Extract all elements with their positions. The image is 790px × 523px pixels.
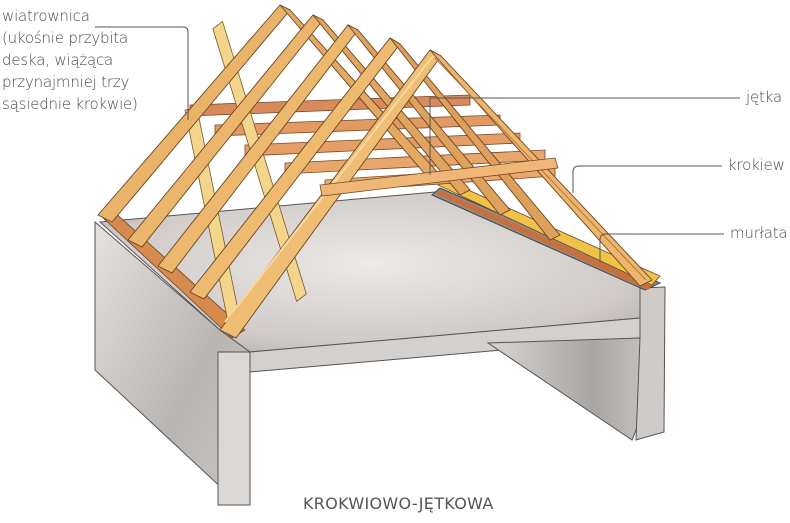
label-wiatrownica: wiatrownica (ukośnie przybita deska, wią…: [2, 5, 172, 115]
label-wiatrownica-line-2: (ukośnie przybita: [2, 29, 128, 47]
label-jetka: jętka: [746, 88, 782, 106]
label-wiatrownica-line-3: deska, wiążąca: [2, 51, 114, 69]
leader-lines: [95, 26, 740, 262]
label-wiatrownica-line-5: sąsiednie krokwie): [2, 95, 138, 113]
diagram-caption: KROKWIOWO-JĘTKOWA: [303, 494, 494, 513]
label-krokiew: krokiew: [728, 156, 785, 174]
label-wiatrownica-line-4: przynajmniej trzy: [2, 73, 130, 91]
label-murlata: murłata: [730, 224, 788, 242]
concrete-walls: [94, 187, 666, 506]
front-collar: [319, 157, 559, 197]
label-wiatrownica-line-1: wiatrownica: [2, 7, 90, 25]
